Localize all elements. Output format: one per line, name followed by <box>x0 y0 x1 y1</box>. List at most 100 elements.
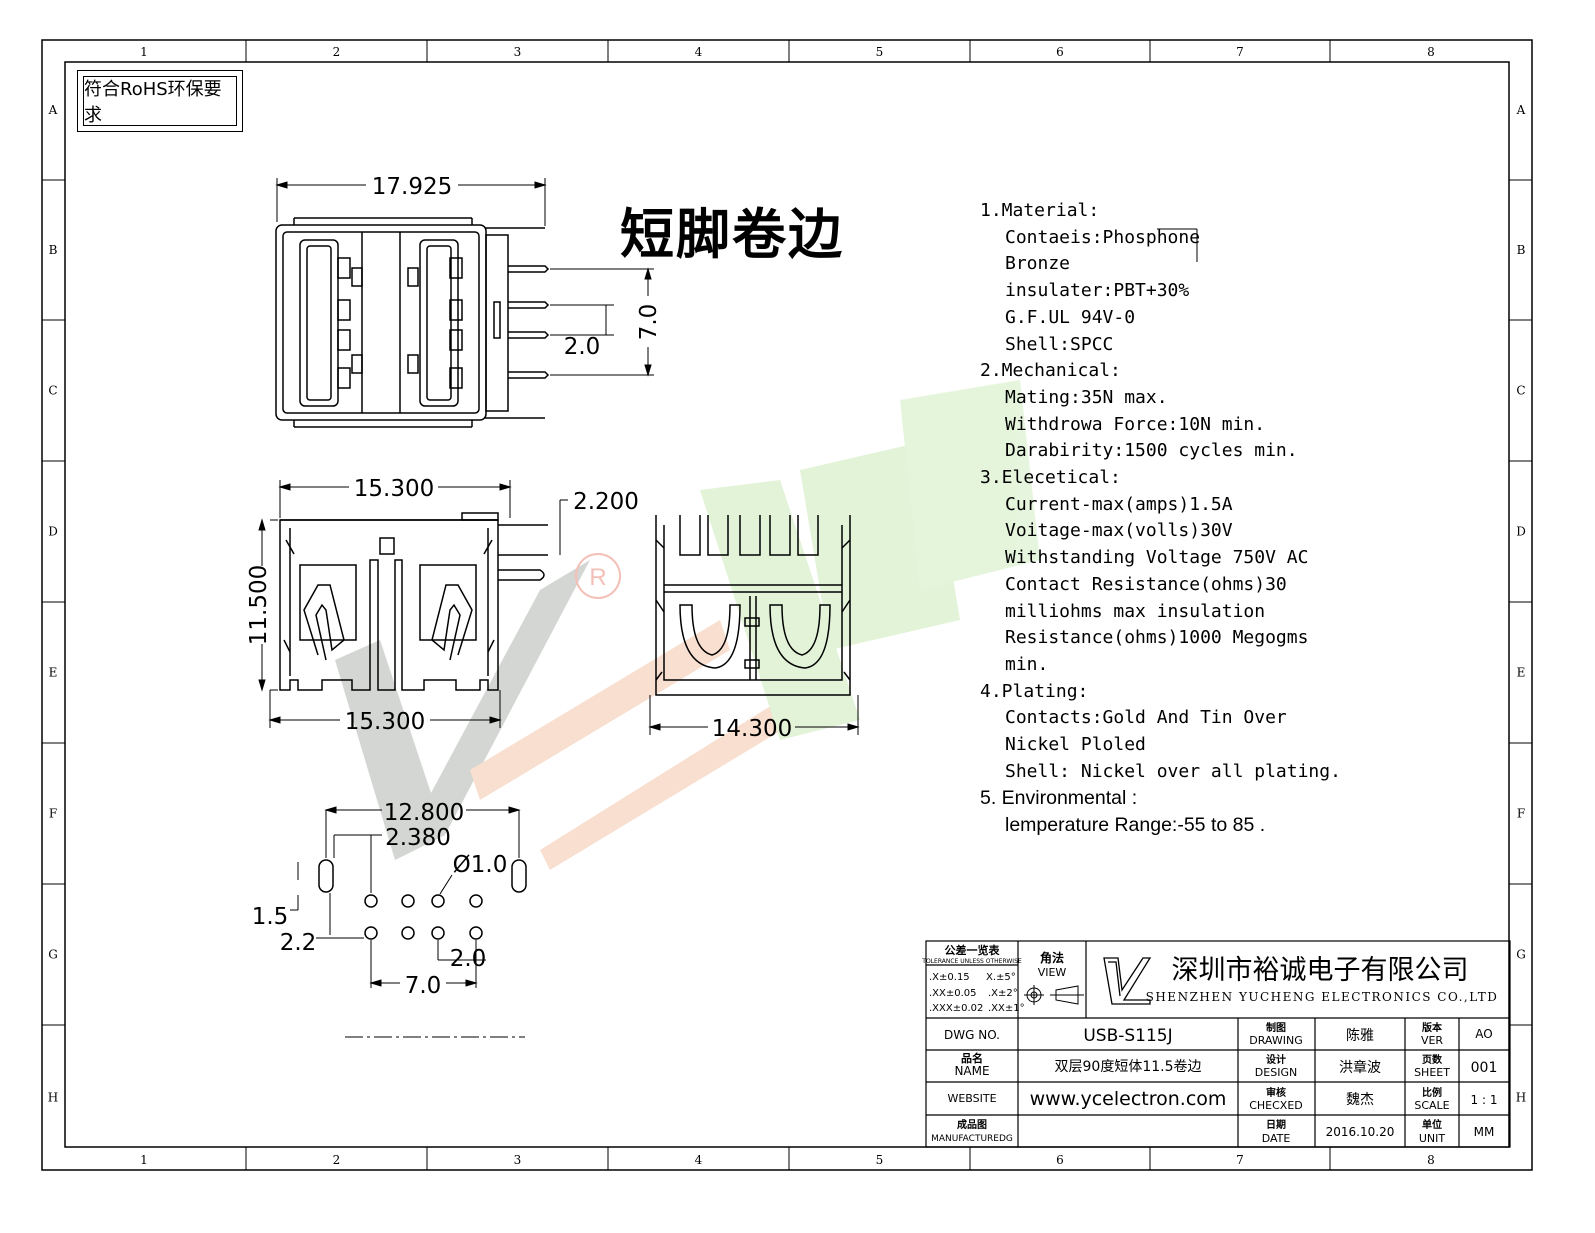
date-value: 2016.10.20 <box>1326 1125 1395 1139</box>
dim-front-side-offset: 2.200 <box>573 489 639 515</box>
dim-pin-pitch-span: 7.0 <box>636 304 662 341</box>
drawing-cn: 制图 <box>1266 1021 1286 1034</box>
frame-row-label-right: H <box>1516 1091 1526 1105</box>
note-nickel: Nickel Ploled <box>1005 734 1146 756</box>
sheet-value: 001 <box>1471 1060 1498 1076</box>
note-durability: Darabirity:1500 cycles min. <box>1005 440 1298 462</box>
mfg-label-en: MANUFACTUREDG <box>931 1134 1013 1144</box>
company-cn: 深圳市裕诚电子有限公司 <box>1172 955 1469 986</box>
frame-row-label-right: F <box>1517 807 1525 821</box>
frame-col-label-bottom: 8 <box>1427 1153 1435 1167</box>
tolerance-cn: 公差一览表 <box>945 943 1001 957</box>
tol-row-2-b: .X±2° <box>988 988 1018 999</box>
note-material: 1.Material: <box>980 200 1100 221</box>
frame-col-label-top: 4 <box>695 45 703 59</box>
note-gf-ul: G.F.UL 94V-0 <box>1005 306 1136 328</box>
dim-fp-offset: 2.380 <box>385 825 451 851</box>
name-label-cn: 品名 <box>961 1051 983 1065</box>
dwg-no-label: DWG NO. <box>944 1028 1000 1042</box>
note-withstanding: Withstanding Voltage 750V AC <box>1005 547 1309 569</box>
date-en: DATE <box>1262 1132 1291 1145</box>
sheet-cn: 页数 <box>1422 1053 1443 1066</box>
frame-zone-ticks <box>42 40 1532 1170</box>
ver-en: VER <box>1421 1034 1443 1047</box>
view-en: VIEW <box>1038 966 1067 979</box>
frame-row-label-right: A <box>1516 103 1526 117</box>
scale-en: SCALE <box>1414 1099 1449 1112</box>
dim-fp-hole: Ø1.0 <box>453 852 508 878</box>
frame-row-label-left: A <box>48 103 58 117</box>
drawing-name: 陈雅 <box>1346 1027 1374 1044</box>
dim-front-width-top: 15.300 <box>354 476 434 502</box>
tolerance-en: TOLERANCE UNLESS OTHERWISE <box>921 958 1022 965</box>
rohs-label: 符合RoHS环保要求 <box>83 76 237 126</box>
frame-col-label-bottom: 3 <box>514 1153 522 1167</box>
frame-row-label-left: C <box>48 384 57 398</box>
drawing-en: DRAWING <box>1249 1034 1302 1047</box>
date-cn: 日期 <box>1266 1118 1286 1131</box>
dim-front-height: 11.500 <box>246 565 272 645</box>
unit-cn: 单位 <box>1422 1118 1442 1131</box>
frame-col-label-top: 8 <box>1427 45 1435 59</box>
title-block-text: 公差一览表 TOLERANCE UNLESS OTHERWISE .X±0.15… <box>921 943 1498 1145</box>
checked-cn: 审核 <box>1266 1086 1286 1099</box>
note-environmental: 5. Environmental : <box>980 787 1138 810</box>
note-bronze: Bronze <box>1005 253 1071 275</box>
spec-notes: 1.Material: Contaeis:Phosphone Bronze in… <box>980 198 1400 839</box>
note-withdrawal: Withdrowa Force:10N min. <box>1005 413 1266 435</box>
design-name: 洪章波 <box>1339 1059 1381 1076</box>
footprint <box>318 859 527 940</box>
dim-side-width: 14.300 <box>712 716 792 742</box>
frame-col-label-bottom: 2 <box>333 1153 341 1167</box>
frame-row-label-left: F <box>49 807 57 821</box>
website-label: WEBSITE <box>947 1092 996 1105</box>
frame-row-label-left: E <box>49 666 58 680</box>
front-view <box>279 512 548 691</box>
rohs-box: 符合RoHS环保要求 <box>77 70 243 132</box>
frame-row-label-left: D <box>48 525 58 539</box>
dim-fp-row-gap2: 2.2 <box>280 930 317 956</box>
dimension-labels: 17.925 7.0 2.0 15.300 2.200 11.500 15.30… <box>246 174 792 999</box>
checked-name: 魏杰 <box>1346 1092 1374 1108</box>
frame-row-label-right: E <box>1517 666 1526 680</box>
tol-row-3-b: .XX±1° <box>988 1003 1025 1014</box>
frame-col-label-top: 1 <box>140 45 148 59</box>
unit-en: UNIT <box>1419 1132 1446 1145</box>
frame-row-label-left: B <box>49 243 58 257</box>
dim-fp-span: 12.800 <box>384 800 464 826</box>
note-mating: Mating:35N max. <box>1005 386 1168 408</box>
footprint-dimensions <box>290 806 525 1038</box>
drawing-heading: 短脚卷边 <box>620 203 844 266</box>
frame-col-label-bottom: 7 <box>1236 1153 1244 1167</box>
sheet-frame <box>41 39 1533 1171</box>
watermark: R <box>335 380 1040 870</box>
title-block-grid <box>925 940 1511 1148</box>
website-value: www.ycelectron.com <box>1030 1088 1227 1110</box>
ver-value: AO <box>1475 1027 1492 1041</box>
dim-pin-pitch: 2.0 <box>564 334 601 360</box>
frame-col-label-top: 7 <box>1236 45 1244 59</box>
note-min: min. <box>1005 653 1049 675</box>
frame-col-label-top: 2 <box>333 45 341 59</box>
unit-value: MM <box>1474 1125 1495 1139</box>
scale-cn: 比例 <box>1422 1086 1442 1099</box>
frame-row-label-right: C <box>1516 384 1525 398</box>
scale-value: 1 : 1 <box>1471 1093 1498 1107</box>
top-view-dimensions <box>275 178 654 377</box>
dim-fp-row-gap: 1.5 <box>252 904 289 930</box>
frame-col-label-top: 6 <box>1056 45 1064 59</box>
note-bracket <box>1157 228 1198 262</box>
checked-en: CHECXED <box>1249 1099 1303 1112</box>
note-contacts-plating: Contacts:Gold And Tin Over <box>1005 707 1287 729</box>
view-cn: 角法 <box>1040 950 1064 965</box>
tol-row-1-b: X.±5° <box>986 972 1016 983</box>
note-plating: 4.Plating: <box>980 680 1089 702</box>
tol-row-3-a: .XXX±0.02 <box>929 1003 983 1014</box>
top-view <box>275 217 550 428</box>
sheet-en: SHEET <box>1414 1066 1450 1079</box>
frame-col-label-top: 3 <box>514 45 522 59</box>
dim-fp-pin-span: 7.0 <box>405 973 442 999</box>
dim-fp-pitch: 2.0 <box>450 946 487 972</box>
